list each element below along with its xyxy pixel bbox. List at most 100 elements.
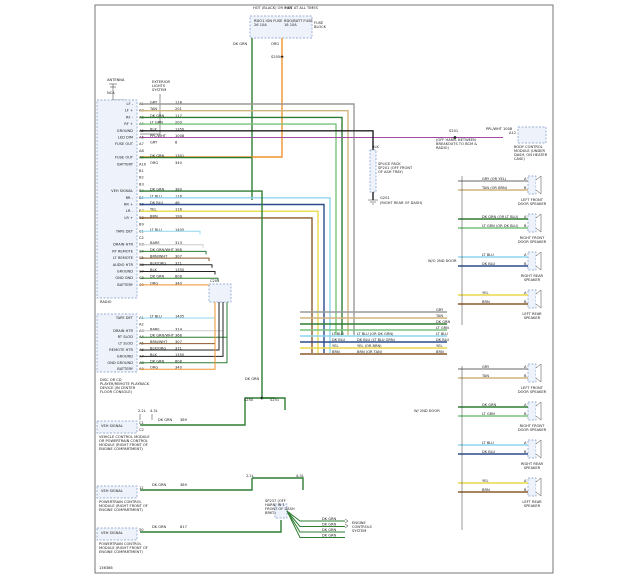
tape-wire-color-7: DK GRN [150,359,165,363]
radio-aux-wire-4 [140,264,213,268]
radio-wire-circuit-2: 117 [175,114,182,118]
radio-aux-wire-3 [140,257,210,262]
speaker-top-0-label-line-0: LEFT FRONT [521,198,544,202]
speaker-top-1-pin-0: A [524,215,527,219]
radio-wire-color-1: TAN [149,107,157,111]
radio-pin-num-20: C2 [139,236,144,240]
sp237-label-line-1: HARN. IN 1 [265,503,285,507]
door-harness-color-3: LT GRN [436,326,449,330]
rear-speaker-wire-0 [140,197,331,353]
radio-pin-13: VEH SIGNAL [111,189,133,193]
mid-to-sp237 [252,477,304,490]
speaker-top-3-pin-1: B [524,300,527,304]
bcm-box [517,126,547,144]
radio-pin-25: GROUND [117,270,133,274]
pcm1-signal-label: VEH SIGNAL [101,489,123,493]
door-row-a-0: LT BLU [332,332,344,336]
vsm-pin-c1: C1 [139,421,144,425]
fuse-26-label-line-1: 26 10A [254,23,267,27]
antenna-nca-label: NCA [107,91,115,95]
front-speaker-wire-3 [140,123,337,335]
fuse-block-label-line-1: BLOCK [314,25,327,29]
speaker-bottom-1-wire-label-0: DK GRN [482,403,497,407]
speaker-top-0-pin-1: B [524,186,527,190]
fuse-18-wire-label: ORG [271,42,279,46]
pcm1-pin: 12 [139,486,144,490]
radio-label: RADIO [100,300,112,304]
door-harness-color-7: BRN [436,350,444,354]
hot-all-times-label: HOT AT ALL TIMES [285,6,319,10]
radio-aux-wire-5 [140,271,216,275]
speaker-top-2-icon [535,251,542,271]
speaker-top-2-wire-label-1: DK BLU [482,262,496,266]
radio-wire-circuit-13: 389 [175,188,183,192]
radio-wire-circuit-8: 1301 [175,154,184,158]
exterior-lights-label-line-0: EXTERIOR [152,80,171,84]
pcm2-desc-line-2: ENGINE COMPARTMENT) [99,550,143,554]
pcm1-desc-line-0: POWERTRAIN CONTROL [99,500,142,504]
bcm-label-line-1: MODULE (UNDER [514,149,546,153]
tape-wire-circuit-4: 307 [175,340,182,344]
tape-wire-circuit-2: 314 [175,327,183,331]
rear-speaker-wire-1 [140,203,325,353]
speaker-bottom-3-label-line-1: SPEAKER [524,504,541,508]
radio-pin-24: AUDIO HTR [113,263,134,267]
radio-pin-4: GROUND [117,129,133,133]
radio-pin-1: LF + [125,109,133,113]
radio-wire-color-13: DK GRN [150,188,165,192]
pcm1-box [96,485,138,499]
pcm1-circuit-label: 389 [180,483,188,487]
radio-wire-color-3: LT GRN [150,121,163,125]
speaker-top-3-label-line-0: LEFT REAR [522,312,542,316]
pcm2-circuit-label: 817 [180,525,187,529]
radio-wire-color-22: DK GRN/WHT [150,248,175,252]
c201-label: C201 [210,279,219,283]
front-speaker-wire-2 [140,116,343,335]
tape-wire-circuit-8: 340 [175,366,183,370]
pcm2-pin: 50 [139,528,144,532]
speaker-bottom-2-wire-label-1: DK BLU [482,450,496,454]
s201-note-line-2: RADIO) [436,146,449,150]
speaker-top-1-label-line-1: DOOR SPEAKER [518,240,547,244]
vsm-desc-line-2: MODULE (RIGHT FRONT OF [99,443,148,447]
sp237-label-line-3: BRKT) [265,511,276,515]
radio-wire-color-25: BLK [150,268,157,272]
speaker-bottom-3-wire-label-0: YEL [482,479,488,483]
mid-4-3l: 4.3L [296,474,304,478]
radio-pin-2: RF - [126,115,134,119]
engine-arrows [344,518,349,529]
speaker-top-3-label-line-1: SPEAKER [524,316,541,320]
speaker-bottom-0-wire-label-1: TAN [481,374,489,378]
tape-pin-8: BATTERY [117,367,134,371]
mid-dk-grn-label: DK GRN [245,377,260,381]
radio-wire-circuit-3: 200 [175,121,183,125]
engine-wire-2 [286,510,345,533]
bcm-wire-label: PPL/WHT [486,127,503,131]
tape-player-label-line-3: FLOOR CONSOLE) [100,390,133,394]
radio-aux-wire-0 [140,230,201,235]
speaker-top-0-wire-label-0: GRY (OR YEL) [482,177,507,181]
tape-pin-3: RT SLOD [118,335,134,339]
speaker-top-1-box [527,213,537,233]
radio-wire-circuit-0: 118 [175,101,183,105]
fuse-26-label-line-0: RDO1 IGN FUSE [254,19,283,23]
mid-2-2l: 2.2L [246,474,254,478]
batt-wire-radio [140,57,283,158]
radio-wire-circuit-26: 808 [175,275,183,279]
tape-wire-8 [140,302,216,370]
radio-pin-19: TAPE DET [115,229,134,233]
radio-wire-color-5: PPL/WHT [150,134,167,138]
hot-run-label: HOT (BLACK) OR RUN [253,6,292,10]
radio-pin-22: RT REMOTE [112,249,133,253]
speaker-bottom-1-pin-0: A [524,403,527,407]
s250-label: S250 [244,398,254,402]
door-row-a-2: YEL [332,344,338,348]
speaker-top-0-label-line-1: DOOR SPEAKER [518,202,547,206]
fuse-26-wire-label: DK GRN [233,42,248,46]
speaker-top-3-wire-label-0: YEL [482,291,488,295]
tape-wire-circuit-7: 808 [175,359,183,363]
engine-wire-label-3: DK GRN [322,534,337,538]
bcm-label-line-0: BODY CONTROL [514,145,543,149]
engine-wire-1 [286,510,345,527]
g201-label: G201 [380,196,390,200]
